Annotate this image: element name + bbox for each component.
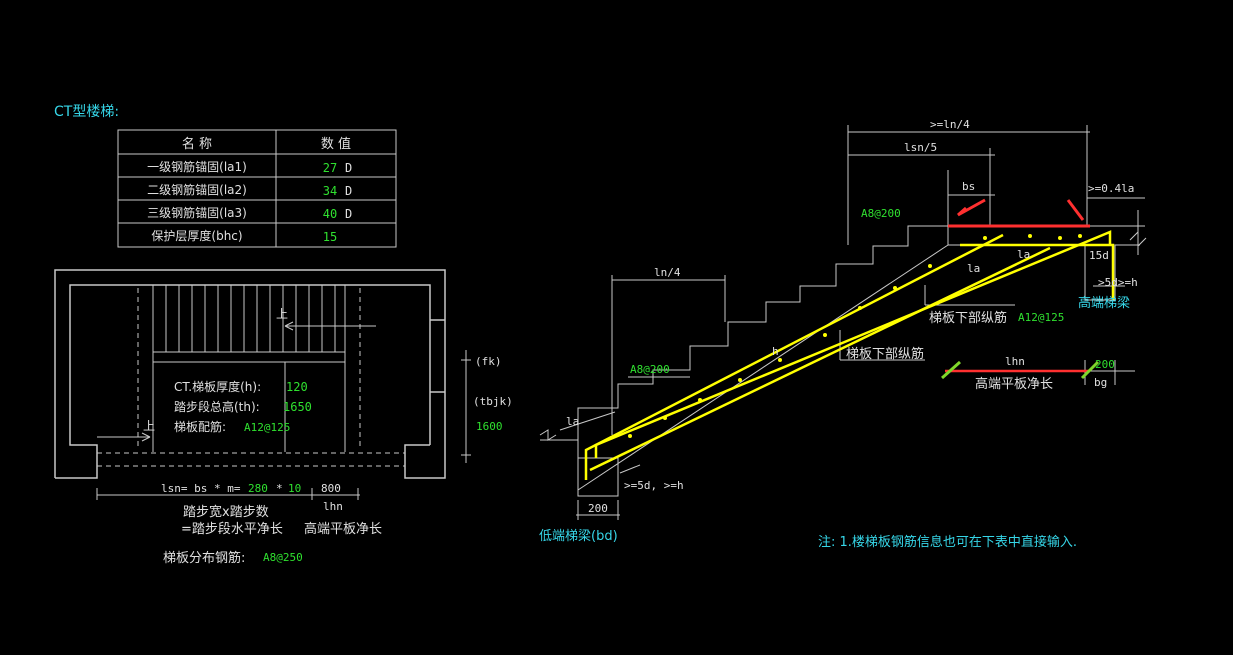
rebar-value[interactable]: A12@125: [244, 421, 290, 434]
distribution-label: 梯板分布钢筋:: [163, 550, 245, 566]
dim-5d-right: >5d>=h: [1098, 276, 1138, 289]
tbjk-label: (tbjk): [473, 395, 513, 408]
dim-la-b: la: [1017, 248, 1030, 261]
high-flat-tick: [941, 360, 961, 380]
red-arrow-icon: [957, 198, 986, 217]
dim-la-left: la: [566, 415, 579, 428]
table-cell-name: 三级钢筋锚固(la3): [147, 205, 247, 220]
dim-bg: bg: [1094, 376, 1107, 389]
table-cell-value[interactable]: 34: [323, 184, 337, 198]
height-label: 踏步段总高(th):: [174, 399, 260, 414]
rebar-label: 梯板配筋:: [174, 419, 226, 434]
dim-200-high[interactable]: 200: [1095, 358, 1115, 371]
table-cell-unit: D: [345, 184, 352, 198]
mult-sign: *: [276, 482, 283, 495]
lhn-value[interactable]: 800: [321, 482, 341, 495]
dim-la-a: la: [967, 262, 980, 275]
low-beam-label: 低端梯梁(bd): [539, 529, 618, 544]
table-cell-name: 二级钢筋锚固(la2): [147, 182, 247, 197]
table-cell-name: 一级钢筋锚固(la1): [147, 159, 247, 174]
stair-plan: [54, 269, 471, 500]
lower-long-label: 梯板下部纵筋: [929, 310, 1007, 326]
table-cell-value[interactable]: 15: [323, 230, 337, 244]
thickness-label: CT.梯板厚度(h):: [174, 379, 261, 394]
distribution-value[interactable]: A8@250: [263, 551, 303, 564]
dim-5d-left: >=5d, >=h: [624, 479, 684, 492]
lower-long-value[interactable]: A12@125: [1018, 311, 1064, 324]
tbjk-value[interactable]: 1600: [476, 420, 503, 433]
high-beam-label: 高端梯梁: [1078, 295, 1130, 311]
dim-ln4-top: >=ln/4: [930, 118, 970, 131]
table-cell-name: 保护层厚度(bhc): [151, 228, 242, 243]
note-tread-count: 踏步宽x踏步数: [183, 504, 269, 520]
dim-lhn: lhn: [1005, 355, 1025, 368]
thickness-value[interactable]: 120: [286, 380, 308, 394]
high-flat-tick: [1080, 360, 1100, 380]
m-value[interactable]: 10: [288, 482, 301, 495]
note-high-flat: 高端平板净长: [304, 521, 382, 537]
bs-value[interactable]: 280: [248, 482, 268, 495]
rebar-a8-left[interactable]: A8@200: [630, 363, 670, 376]
footer-note: 注: 1.楼梯板钢筋信息也可在下表中直接输入.: [818, 534, 1077, 550]
plan-up-label: 上: [143, 419, 155, 433]
fk-label: (fk): [475, 355, 502, 368]
red-arrow-icon: [1066, 199, 1085, 221]
parameter-table: [117, 129, 397, 248]
lhn-dim-label: lhn: [323, 500, 343, 513]
table-cell-unit: D: [345, 161, 352, 175]
plan-up-label: 上: [276, 307, 288, 321]
table-cell-value[interactable]: 40: [323, 207, 337, 221]
drawing-title: CT型楼梯:: [54, 104, 119, 120]
dim-15d: 15d: [1089, 249, 1109, 262]
lower-long-label-2: 梯板下部纵筋: [846, 346, 924, 362]
dim-bs: bs: [962, 180, 975, 193]
dim-04la: >=0.4la: [1088, 182, 1134, 195]
table-cell-unit: D: [345, 207, 352, 221]
table-cell-value[interactable]: 27: [323, 161, 337, 175]
rebar-cage: [584, 230, 1115, 480]
high-flat-label: 高端平板净长: [975, 376, 1053, 392]
height-value[interactable]: 1650: [283, 400, 312, 414]
distribution-bars: [628, 234, 1082, 438]
note-horizontal-length: =踏步段水平净长: [181, 522, 283, 537]
lsn-formula: lsn= bs * m=: [161, 482, 241, 495]
rebar-a8-top[interactable]: A8@200: [861, 207, 901, 220]
dim-h: h: [772, 345, 779, 358]
table-header-value: 数 值: [321, 136, 351, 152]
stair-section: [539, 125, 1147, 520]
dim-200-low: 200: [588, 502, 608, 515]
table-header-name: 名 称: [182, 136, 212, 152]
dim-ln4-left: ln/4: [654, 266, 681, 279]
dim-lsn5: lsn/5: [904, 141, 937, 154]
